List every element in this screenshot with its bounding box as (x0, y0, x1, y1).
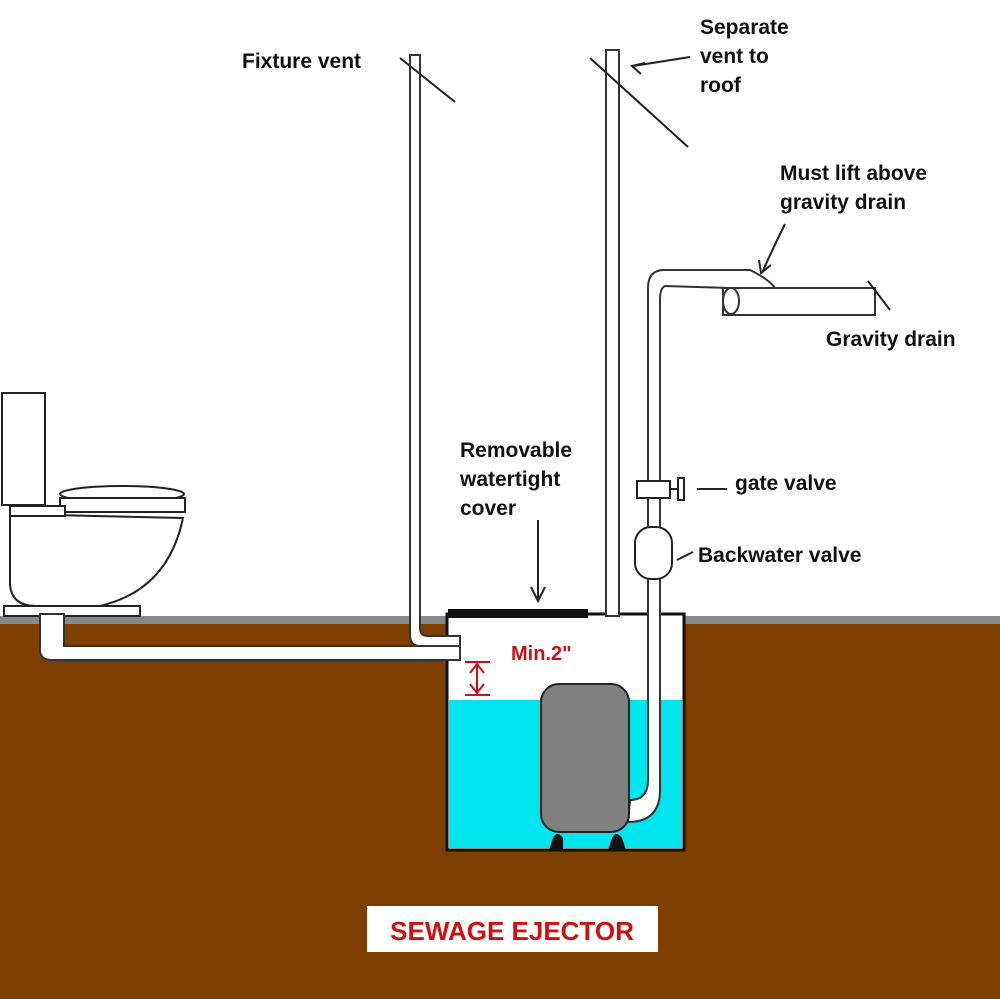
fixture-vent-label: Fixture vent (242, 50, 361, 73)
min-clearance-label: Min.2" (511, 643, 572, 665)
must-lift-line-2: gravity drain (780, 191, 906, 214)
gate-valve (636, 477, 685, 501)
ejector-pump (540, 683, 630, 850)
separate-vent-label: Separate vent to roof (700, 16, 795, 97)
separate-vent-line-1: Separate (700, 16, 789, 39)
toilet-drain-pipe (39, 613, 461, 661)
fixture-vent-pipe (409, 54, 461, 647)
must-lift-label: Must lift above gravity drain (780, 162, 933, 214)
gravity-drain-pipe (722, 280, 891, 316)
removable-cover-line-2: watertight (459, 468, 560, 491)
must-lift-line-1: Must lift above (780, 162, 927, 185)
leader-lines (399, 56, 786, 604)
backwater-valve-label: Backwater valve (698, 544, 861, 567)
min-clearance-marker (465, 661, 490, 696)
separate-vent-line-2: vent to (700, 45, 769, 68)
watertight-cover (448, 609, 588, 618)
toilet (1, 392, 186, 617)
removable-cover-line-3: cover (460, 497, 516, 520)
separate-vent-line-3: roof (700, 74, 742, 97)
separate-vent-pipe (605, 49, 620, 617)
title-box (367, 906, 658, 952)
gate-valve-label: gate valve (735, 472, 837, 495)
removable-cover-line-1: Removable (460, 439, 572, 462)
backwater-valve (634, 526, 673, 580)
gravity-drain-label: Gravity drain (826, 328, 956, 351)
diagram-title: SEWAGE EJECTOR (390, 916, 634, 946)
removable-cover-label: Removable watertight cover (459, 439, 578, 520)
